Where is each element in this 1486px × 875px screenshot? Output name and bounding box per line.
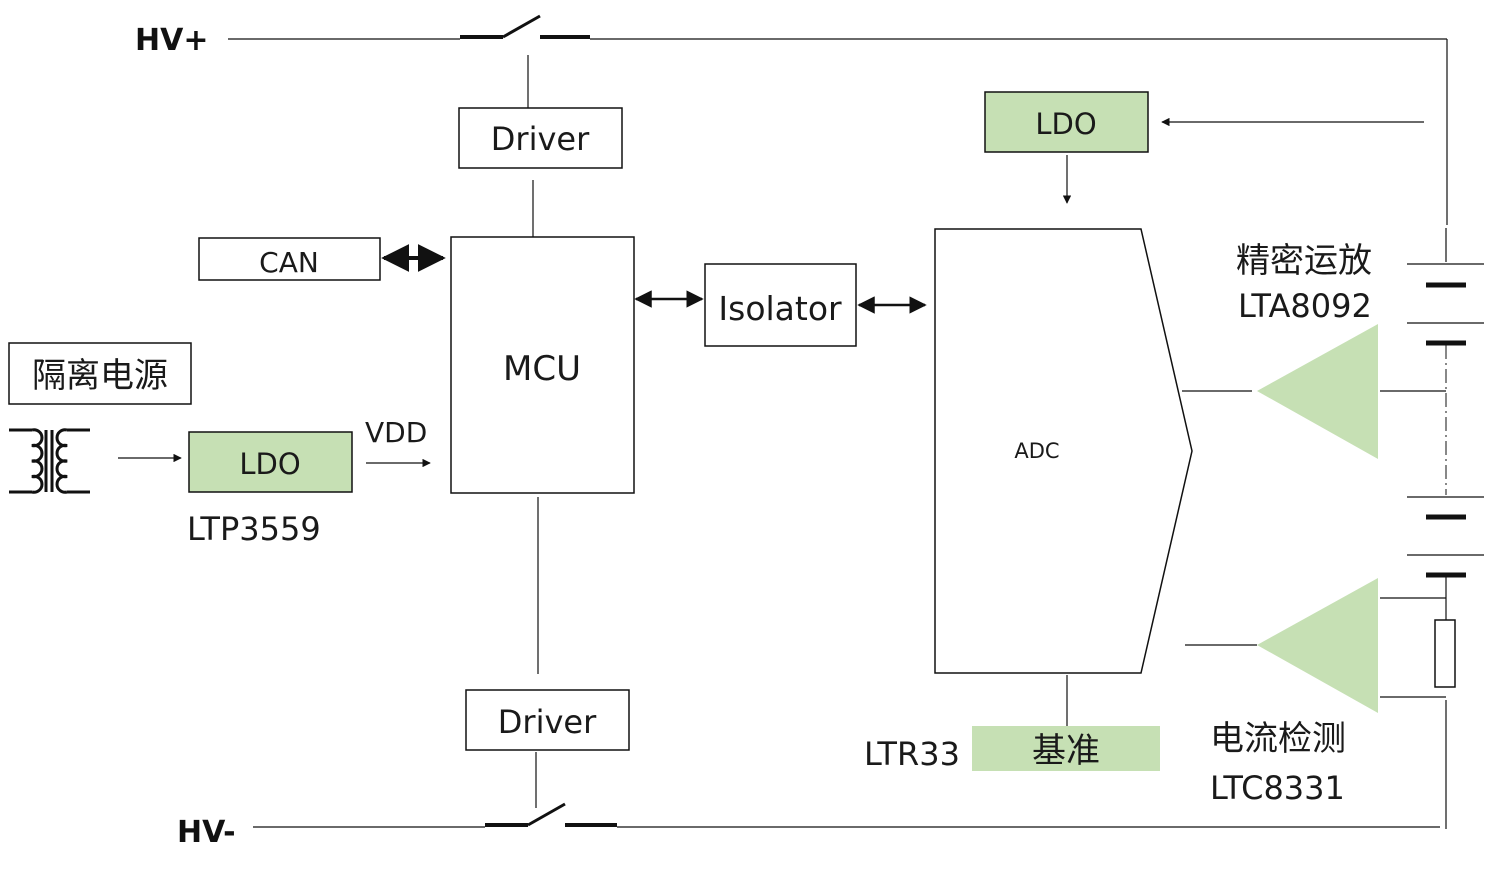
current-sense-part: LTC8331: [1210, 769, 1345, 807]
ldo-right-box: [984, 91, 1149, 153]
mcu-box: [450, 236, 635, 494]
hv-plus-label: HV+: [135, 23, 208, 58]
adc-label: ADC: [1014, 439, 1059, 463]
top-switch: [460, 14, 590, 39]
adc-box: [934, 228, 1193, 674]
ldo-right-label: LDO: [1035, 107, 1096, 141]
ldo-left-box: [188, 431, 353, 493]
transformer-icon: [9, 428, 90, 494]
driver-bottom-box: [465, 689, 630, 751]
hv-plus-rail: [228, 38, 1448, 225]
isolator-box: [704, 263, 857, 347]
ldo-part-label: LTP3559: [187, 510, 321, 548]
current-sense-title: 电流检测: [1210, 719, 1346, 759]
can-label: CAN: [259, 246, 319, 279]
can-box: [198, 237, 381, 281]
driver-top-box: [458, 107, 623, 169]
isolator-label: Isolator: [718, 289, 842, 328]
battery-cell-icon: [1407, 228, 1484, 620]
driver-top-label: Driver: [491, 120, 590, 158]
precision-amp-title: 精密运放: [1236, 241, 1372, 281]
reference-label: 基准: [1032, 731, 1100, 771]
precision-amp-icon: [1257, 324, 1378, 459]
reference-part-label: LTR33: [864, 735, 960, 773]
precision-amp-part: LTA8092: [1238, 287, 1372, 325]
reference-box: [972, 726, 1160, 771]
vdd-label: VDD: [365, 416, 427, 449]
driver-bottom-label: Driver: [498, 703, 597, 741]
hv-minus-rail: [253, 700, 1447, 829]
mcu-label: MCU: [503, 349, 581, 389]
ldo-left-label: LDO: [239, 447, 300, 481]
hv-minus-label: HV-: [177, 815, 236, 850]
isolated-supply-box: [8, 342, 192, 405]
bottom-switch: [485, 802, 617, 827]
shunt-resistor-icon: [1434, 619, 1456, 688]
isolated-supply-label: 隔离电源: [32, 356, 168, 396]
current-sense-amp-icon: [1257, 578, 1378, 713]
